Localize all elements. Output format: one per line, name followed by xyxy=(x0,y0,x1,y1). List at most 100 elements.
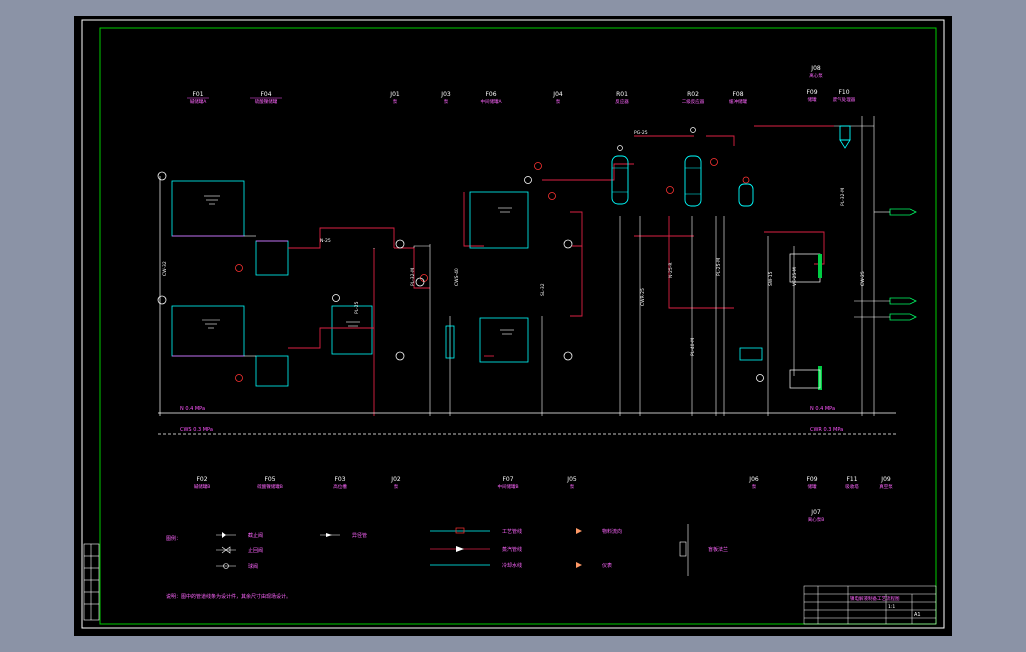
svg-text:J09: J09 xyxy=(880,476,891,483)
svg-text:R01: R01 xyxy=(616,91,628,98)
svg-text:J04: J04 xyxy=(552,91,563,98)
svg-text:仪表: 仪表 xyxy=(602,562,612,569)
equip-label-f09: F09 储罐 xyxy=(806,89,817,103)
svg-text:F04: F04 xyxy=(260,91,271,98)
equip-label-j08: J08 离心泵 xyxy=(809,65,823,79)
legend-item-instrument: 仪表 xyxy=(576,562,612,569)
svg-text:CWR 0.3 MPa: CWR 0.3 MPa xyxy=(810,427,843,433)
legend: 图例： 截止阀 止回阀 球阀 异径管 工艺管线 xyxy=(166,524,728,600)
tank-f09-lower xyxy=(739,347,764,382)
svg-text:F07: F07 xyxy=(502,476,513,483)
svg-text:碱储罐A: 碱储罐A xyxy=(190,98,207,105)
svg-text:止回阀: 止回阀 xyxy=(248,547,263,554)
svg-text:J05: J05 xyxy=(566,476,577,483)
binding-strip xyxy=(83,543,100,621)
svg-text:废气处理器: 废气处理器 xyxy=(833,96,856,103)
process-area: N 0.4 MPa N 0.4 MPa CWS 0.3 MPa CWR 0.3 … xyxy=(157,116,917,435)
utility-headers: N 0.4 MPa N 0.4 MPa CWS 0.3 MPa CWR 0.3 … xyxy=(158,406,896,435)
legend-item-ball-valve: 球阀 xyxy=(216,563,258,570)
tank-f03 xyxy=(331,294,373,355)
svg-text:J01: J01 xyxy=(389,91,400,98)
absorber-f11 xyxy=(789,253,822,390)
svg-text:PL-25: PL-25 xyxy=(354,301,360,314)
svg-text:球阀: 球阀 xyxy=(248,563,258,570)
svg-text:F05: F05 xyxy=(264,476,275,483)
pump-j03 xyxy=(415,277,425,287)
legend-item-flange: 盲板法兰 xyxy=(679,524,728,576)
feed-inlet-icon xyxy=(157,171,167,181)
svg-text:F06: F06 xyxy=(485,91,496,98)
svg-text:CW-25: CW-25 xyxy=(860,271,866,286)
equip-label-r01: R01 反应器 xyxy=(615,91,629,105)
svg-text:J03: J03 xyxy=(440,91,451,98)
svg-text:F01: F01 xyxy=(192,91,203,98)
legend-item-gate-valve: 截止阀 xyxy=(216,532,263,539)
line-tags: CW-32 PL-25 PL-32-M CWS-40 SL-32 CWR-25 … xyxy=(162,130,866,356)
svg-text:异径管: 异径管 xyxy=(352,532,367,539)
pump-j04 xyxy=(563,239,573,249)
svg-text:N 0.4 MPa: N 0.4 MPa xyxy=(180,406,205,412)
drawing-sheet: A1 xyxy=(914,612,921,618)
drawing-frame xyxy=(99,27,937,625)
svg-text:硫酸镍储罐B: 硫酸镍储罐B xyxy=(257,483,283,490)
reactor-r01 xyxy=(524,145,629,205)
svg-text:F03: F03 xyxy=(334,476,345,483)
svg-text:PL-25-M: PL-25-M xyxy=(716,258,722,276)
svg-text:盲板法兰: 盲板法兰 xyxy=(708,546,728,553)
svg-text:冷却水线: 冷却水线 xyxy=(502,562,522,569)
svg-text:离心泵: 离心泵 xyxy=(809,72,823,79)
drawing-title: 镍电解液制备工艺流程图 xyxy=(850,595,900,602)
svg-text:反应器: 反应器 xyxy=(615,98,629,105)
svg-text:中间储罐B: 中间储罐B xyxy=(497,483,518,490)
equip-label-f01: F01 碱储罐A xyxy=(187,91,209,105)
cad-viewport[interactable]: F01 碱储罐A F04 硫酸镍储罐 J01 泵 J03 泵 F06 中间储罐A… xyxy=(74,16,952,636)
equip-label-f08: F08 缓冲储罐 xyxy=(729,91,747,105)
svg-text:F09: F09 xyxy=(806,89,817,96)
svg-text:泵: 泵 xyxy=(556,99,561,105)
svg-text:F11: F11 xyxy=(846,476,857,483)
svg-text:F10: F10 xyxy=(838,89,849,96)
legend-item-flow-arrow: 物料流向 xyxy=(576,528,622,535)
svg-text:CWR-25: CWR-25 xyxy=(640,288,646,306)
svg-text:工艺管线: 工艺管线 xyxy=(502,528,522,535)
svg-text:硫酸镍储罐: 硫酸镍储罐 xyxy=(255,98,278,105)
svg-text:CW-32: CW-32 xyxy=(162,261,168,276)
legend-item-check-valve: 止回阀 xyxy=(216,546,263,554)
svg-text:CWS 0.3 MPa: CWS 0.3 MPa xyxy=(180,427,213,433)
svg-text:泵: 泵 xyxy=(393,99,398,105)
legend-item-reducer: 异径管 xyxy=(320,532,367,539)
svg-text:F08: F08 xyxy=(732,91,743,98)
equip-label-f10: F10 废气处理器 xyxy=(833,89,856,103)
feed-inlet-icon xyxy=(157,295,167,305)
svg-text:储罐: 储罐 xyxy=(808,96,817,103)
svg-text:PL-32-M: PL-32-M xyxy=(410,268,416,286)
equip-label-f06: F06 中间储罐A xyxy=(480,91,502,105)
svg-text:F09: F09 xyxy=(806,476,817,483)
svg-text:截止阀: 截止阀 xyxy=(248,532,263,539)
drawing-scale: 1:1 xyxy=(888,604,895,610)
title-block xyxy=(803,585,937,625)
legend-item-steam-line: 蒸汽管线 xyxy=(430,546,522,553)
equipment-labels-top: F01 碱储罐A F04 硫酸镍储罐 J01 泵 J03 泵 F06 中间储罐A… xyxy=(187,65,856,105)
svg-text:图例：: 图例： xyxy=(166,535,181,542)
tank-f02 xyxy=(171,305,245,357)
svg-text:PL-32-M: PL-32-M xyxy=(840,188,846,206)
svg-text:R02: R02 xyxy=(687,91,699,98)
svg-text:J06: J06 xyxy=(748,476,759,483)
svg-text:PL-40-M: PL-40-M xyxy=(690,338,696,356)
svg-text:N-25-R: N-25-R xyxy=(668,263,674,278)
tank-f06 xyxy=(469,191,529,249)
svg-text:N 0.4 MPa: N 0.4 MPa xyxy=(810,406,835,412)
svg-text:CWS-40: CWS-40 xyxy=(454,268,460,286)
svg-text:F02: F02 xyxy=(196,476,207,483)
svg-text:储罐: 储罐 xyxy=(808,483,817,490)
svg-text:物料流向: 物料流向 xyxy=(602,528,622,535)
tank-f05 xyxy=(235,355,289,387)
pump-j05 xyxy=(563,351,573,361)
reactor-r02 xyxy=(666,127,718,207)
tank-f01 xyxy=(171,180,245,237)
outlet-arrows xyxy=(854,208,917,321)
equip-label-r02: R02 二级反应器 xyxy=(682,91,705,105)
separator-f08 xyxy=(738,176,754,207)
